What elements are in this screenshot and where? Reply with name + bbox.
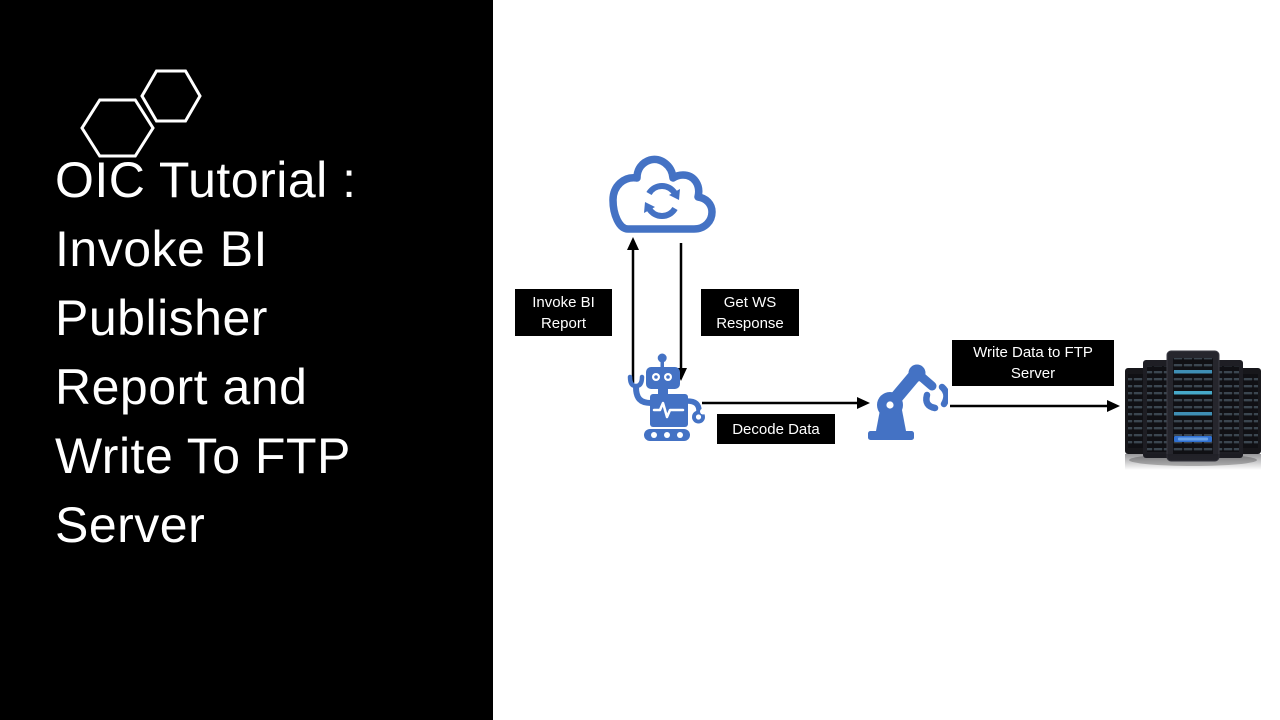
- slide-title: OIC Tutorial : Invoke BI Publisher Repor…: [55, 152, 357, 553]
- hexagons-logo: [80, 69, 202, 158]
- label-write-data-to-ftp-server: Write Data to FTP Server: [952, 340, 1114, 386]
- hexagon-small-icon: [140, 69, 202, 123]
- arrow-up-invoke: [627, 237, 639, 383]
- label-decode-data: Decode Data: [717, 414, 835, 444]
- server-rack-image: [1125, 350, 1261, 470]
- title-panel: OIC Tutorial : Invoke BI Publisher Repor…: [0, 0, 493, 720]
- sync-arrows-icon: [644, 182, 680, 220]
- hexagon-large-icon: [80, 98, 155, 158]
- arrow-right-decode: [702, 397, 870, 409]
- robot-icon: [627, 353, 706, 441]
- arrow-right-write: [950, 400, 1120, 412]
- label-invoke-bi-report: Invoke BI Report: [515, 289, 612, 336]
- cloud-sync-icon: [609, 155, 716, 233]
- label-get-ws-response: Get WS Response: [701, 289, 799, 336]
- robotic-arm-icon: [868, 364, 948, 440]
